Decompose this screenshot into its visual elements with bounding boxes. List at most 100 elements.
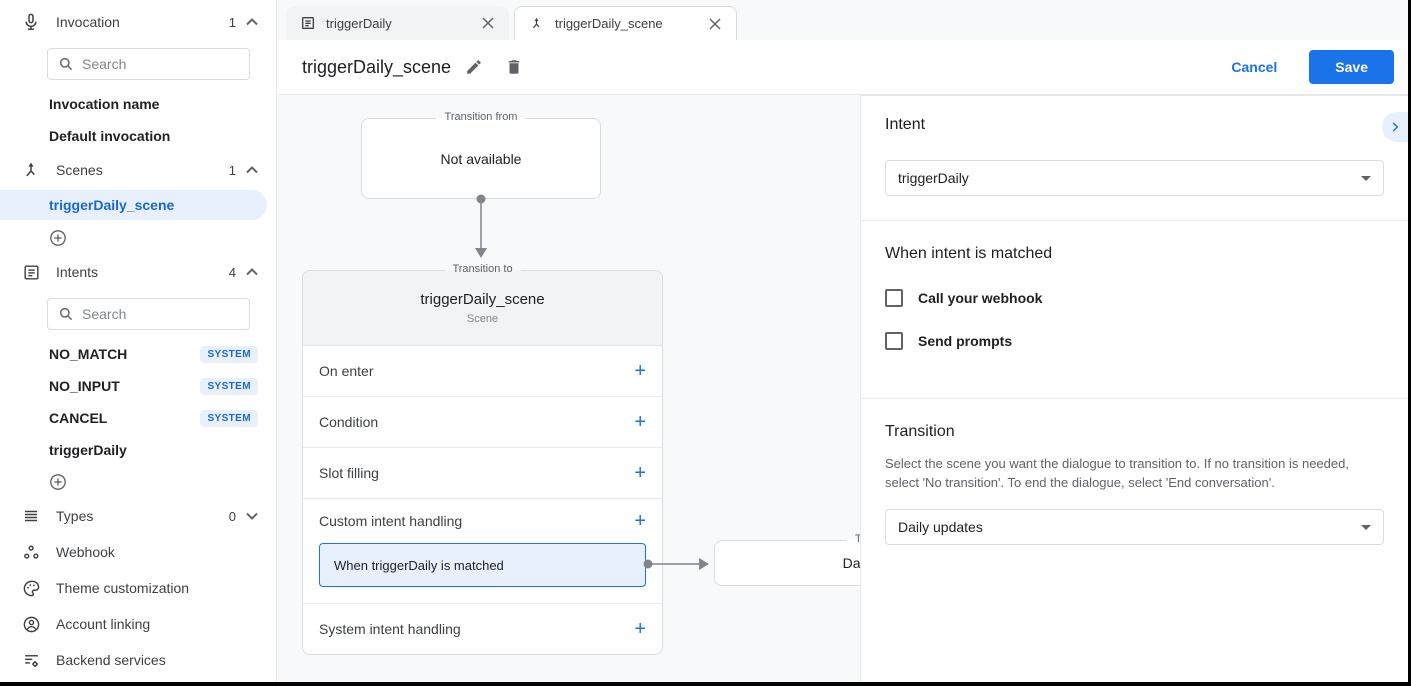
scene-row-header[interactable]: Custom intent handling + xyxy=(303,499,662,543)
transition-dropdown[interactable]: Daily updates xyxy=(885,509,1384,545)
add-intent-button[interactable] xyxy=(0,466,276,498)
close-tab-icon[interactable] xyxy=(479,14,497,32)
sidebar-item-triggerdaily-intent[interactable]: triggerDaily xyxy=(0,434,276,466)
item-label: Theme customization xyxy=(56,580,190,596)
chevron-up-icon xyxy=(246,18,258,26)
scene-node-title: triggerDaily_scene xyxy=(420,291,545,308)
scene-icon xyxy=(20,159,42,181)
intent-icon xyxy=(20,261,42,283)
save-button[interactable]: Save xyxy=(1309,50,1394,84)
system-badge: SYSTEM xyxy=(200,345,258,363)
transition-from-node: Transition from Not available xyxy=(361,111,601,199)
checkbox-unchecked[interactable] xyxy=(885,289,903,307)
invocation-search-box xyxy=(47,48,250,80)
item-label: NO_MATCH xyxy=(49,346,128,362)
item-label: Account linking xyxy=(56,616,151,632)
chevron-down-icon xyxy=(1361,524,1371,530)
scene-row-header[interactable]: System intent handling + xyxy=(303,604,662,654)
row-label: Condition xyxy=(319,414,379,430)
sidebar-item-no-match[interactable]: NO_MATCH SYSTEM xyxy=(0,338,276,370)
intents-search-input[interactable] xyxy=(82,306,239,322)
intent-editor-panel: Intent triggerDaily When intent is match… xyxy=(860,95,1408,682)
node-legend: Transition to xyxy=(444,263,521,275)
delete-icon[interactable] xyxy=(497,50,531,84)
add-intent-handler-button[interactable]: + xyxy=(634,510,646,532)
tab-label: triggerDaily xyxy=(326,15,392,31)
sidebar-section-scenes[interactable]: Scenes 1 xyxy=(0,152,276,188)
add-condition-button[interactable]: + xyxy=(634,411,646,433)
scene-row-custom-intent-handling: Custom intent handling + When triggerDai… xyxy=(303,499,662,604)
transition-section-heading: Transition xyxy=(885,423,955,440)
chevron-down-icon xyxy=(246,512,258,520)
sidebar-item-cancel-intent[interactable]: CANCEL SYSTEM xyxy=(0,402,276,434)
call-webhook-checkbox-row[interactable]: Call your webhook xyxy=(885,289,1384,307)
node-legend: Transition to xyxy=(846,533,860,545)
row-label: System intent handling xyxy=(319,621,461,637)
collapse-panel-button[interactable] xyxy=(1382,112,1408,142)
sidebar-item-triggerdaily-scene[interactable]: triggerDaily_scene xyxy=(0,190,267,220)
scene-row-header[interactable]: Slot filling + xyxy=(303,448,662,498)
item-label: triggerDaily_scene xyxy=(49,197,175,213)
scene-row-on-enter: On enter + xyxy=(303,346,662,397)
node-text: Daily updates xyxy=(842,555,860,571)
chevron-up-icon xyxy=(246,268,258,276)
section-label: Intents xyxy=(56,264,99,280)
add-slot-button[interactable]: + xyxy=(634,462,646,484)
tab-triggerdaily[interactable]: triggerDaily xyxy=(286,6,509,40)
scene-row-slot-filling: Slot filling + xyxy=(303,448,662,499)
item-label: Webhook xyxy=(56,544,115,560)
row-label: Slot filling xyxy=(319,465,379,481)
tab-triggerdaily-scene[interactable]: triggerDaily_scene xyxy=(514,6,737,40)
sidebar-item-webhook[interactable]: Webhook xyxy=(0,534,276,570)
sidebar: Invocation 1 Invocation name Default inv… xyxy=(0,0,277,682)
scene-row-header[interactable]: Condition + xyxy=(303,397,662,447)
add-on-enter-button[interactable]: + xyxy=(634,360,646,382)
sidebar-section-types[interactable]: Types 0 xyxy=(0,498,276,534)
scene-node-header[interactable]: triggerDaily_scene Scene xyxy=(303,271,662,346)
scene-row-header[interactable]: On enter + xyxy=(303,346,662,396)
item-label: Default invocation xyxy=(49,128,171,144)
checkbox-unchecked[interactable] xyxy=(885,332,903,350)
search-icon xyxy=(58,56,74,72)
add-scene-button[interactable] xyxy=(0,222,276,254)
chip-label: When triggerDaily is matched xyxy=(334,557,504,573)
webhook-icon xyxy=(20,541,42,563)
checkbox-label: Send prompts xyxy=(918,333,1013,349)
sidebar-item-default-invocation[interactable]: Default invocation xyxy=(0,120,276,152)
section-count: 1 xyxy=(228,14,236,30)
add-system-intent-button[interactable]: + xyxy=(634,618,646,640)
tab-label: triggerDaily_scene xyxy=(555,16,663,31)
intent-icon xyxy=(300,15,316,31)
dropdown-value: triggerDaily xyxy=(898,170,969,186)
system-badge: SYSTEM xyxy=(200,409,258,427)
sidebar-item-account-linking[interactable]: Account linking xyxy=(0,606,276,642)
section-label: Types xyxy=(56,508,94,524)
send-prompts-checkbox-row[interactable]: Send prompts xyxy=(885,332,1384,350)
cancel-button[interactable]: Cancel xyxy=(1215,51,1293,83)
scene-canvas[interactable]: Transition from Not available Transition… xyxy=(278,95,860,682)
section-count: 0 xyxy=(228,508,236,524)
sidebar-item-no-input[interactable]: NO_INPUT SYSTEM xyxy=(0,370,276,402)
item-label: CANCEL xyxy=(49,410,108,426)
edit-icon[interactable] xyxy=(457,50,491,84)
account-icon xyxy=(20,613,42,635)
sidebar-section-invocation[interactable]: Invocation 1 xyxy=(0,4,276,40)
types-icon xyxy=(20,505,42,527)
scene-node-subtitle: Scene xyxy=(466,313,499,325)
intent-dropdown[interactable]: triggerDaily xyxy=(885,160,1384,196)
transition-target-node[interactable]: Transition to Daily updates xyxy=(714,533,860,586)
palette-icon xyxy=(20,577,42,599)
item-label: NO_INPUT xyxy=(49,378,120,394)
sidebar-item-invocation-name[interactable]: Invocation name xyxy=(0,88,276,120)
sidebar-section-intents[interactable]: Intents 4 xyxy=(0,254,276,290)
item-label: triggerDaily xyxy=(49,442,127,458)
invocation-search-input[interactable] xyxy=(82,56,239,72)
intent-handler-chip[interactable]: When triggerDaily is matched xyxy=(319,543,646,587)
search-icon xyxy=(58,306,74,322)
sidebar-item-backend-services[interactable]: Backend services xyxy=(0,642,276,678)
section-label: Invocation xyxy=(56,14,120,30)
sidebar-item-theme-customization[interactable]: Theme customization xyxy=(0,570,276,606)
close-tab-icon[interactable] xyxy=(706,15,724,33)
row-label: Custom intent handling xyxy=(319,513,463,529)
